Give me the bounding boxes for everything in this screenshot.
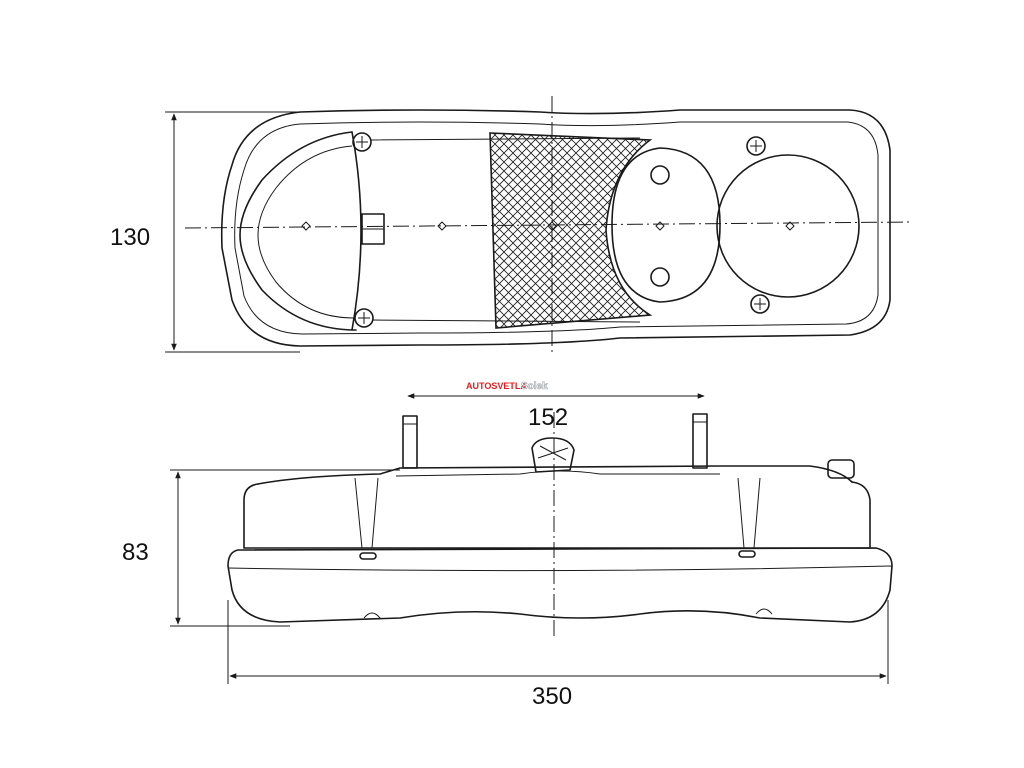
lamp-section-divider [351, 131, 362, 331]
height-dimension-label: 130 [110, 224, 150, 251]
top-horizontal-centerline [184, 221, 913, 229]
screw-icon [746, 136, 766, 156]
indicator-lens [611, 147, 721, 303]
mounting-stud [692, 413, 708, 469]
top-view-inner-outline [234, 121, 879, 335]
watermark-logo: AUTOSVETLA Solek [466, 381, 548, 393]
screw-icon [354, 308, 374, 328]
connector-plug [827, 459, 855, 479]
lens-hole [650, 267, 670, 287]
length-label: 350 [532, 683, 572, 710]
clip-slot [359, 552, 377, 560]
lens-hole [650, 165, 670, 185]
bolt-spacing-label: 152 [528, 404, 568, 431]
fog-lamp-lens [489, 132, 653, 329]
svg-text:Solek: Solek [521, 381, 548, 392]
top-view: 130 [110, 96, 913, 356]
reflector-arch [239, 131, 357, 331]
clip-slot [738, 550, 756, 558]
tail-lamp-lens [716, 154, 860, 298]
side-view: 152 83 350 [122, 393, 893, 710]
top-view-outline [220, 109, 891, 347]
housing-top-deck [257, 465, 853, 485]
reflector-arch-inner [257, 145, 355, 319]
lens-base [227, 547, 893, 623]
housing-body [243, 481, 871, 549]
screw-icon [352, 132, 372, 152]
svg-text:AUTOSVETLA: AUTOSVETLA [466, 381, 527, 391]
screw-icon [750, 294, 770, 314]
side-height-label: 83 [122, 539, 149, 566]
